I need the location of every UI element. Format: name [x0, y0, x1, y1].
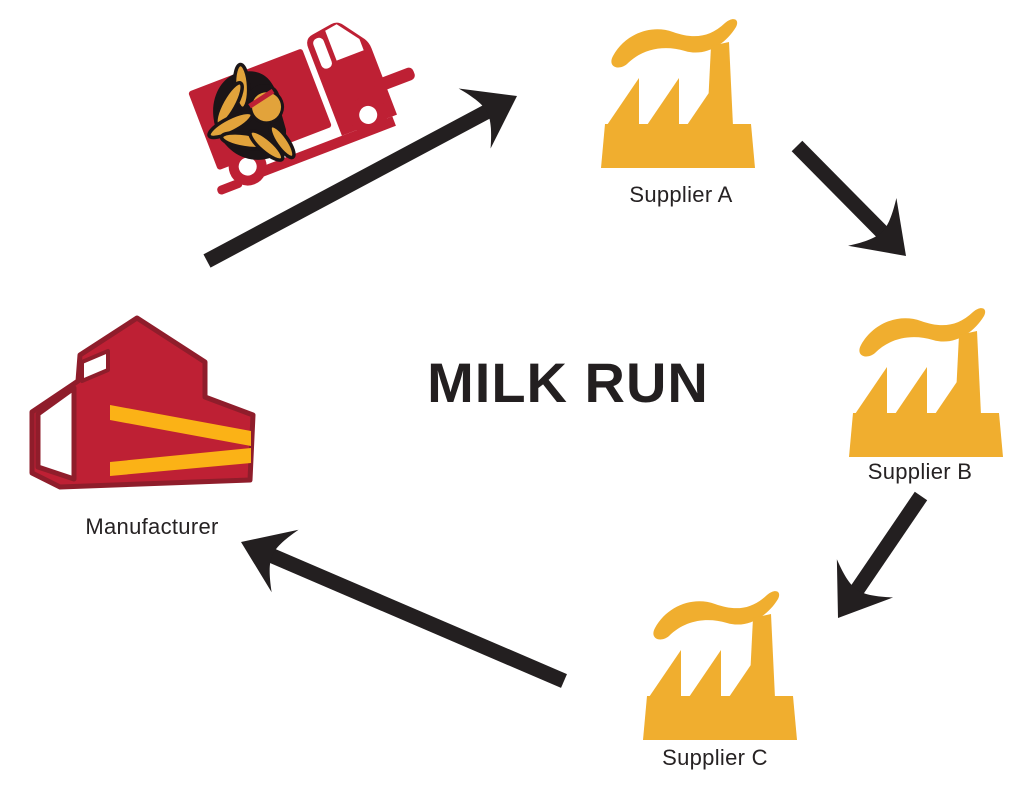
arrow-supplier-a-to-supplier-b [791, 140, 931, 280]
diagram-title: MILK RUN [427, 351, 709, 414]
manufacturer-label: Manufacturer [85, 514, 219, 539]
manufacturer-building-icon [29, 315, 256, 490]
supplier-c-label: Supplier C [662, 745, 768, 770]
supplier-b-factory-icon [849, 308, 1003, 457]
supplier-a-factory-icon [601, 19, 755, 168]
truck-front-wheel [349, 95, 388, 134]
supplier-b-label: Supplier B [867, 459, 973, 484]
truck-fender [373, 67, 415, 92]
arrow-supplier-b-to-supplier-c [809, 491, 928, 638]
truck-window-small [313, 37, 332, 69]
truck-windshield [325, 24, 364, 61]
arrow-supplier-c-to-manufacturer [227, 510, 567, 688]
supplier-a-label: Supplier A [629, 182, 733, 207]
supplier-c-factory-icon [643, 591, 797, 740]
chief-head-logo-icon [207, 62, 296, 162]
arrow-truck-to-supplier-a [203, 65, 533, 268]
delivery-truck-icon [188, 22, 415, 195]
